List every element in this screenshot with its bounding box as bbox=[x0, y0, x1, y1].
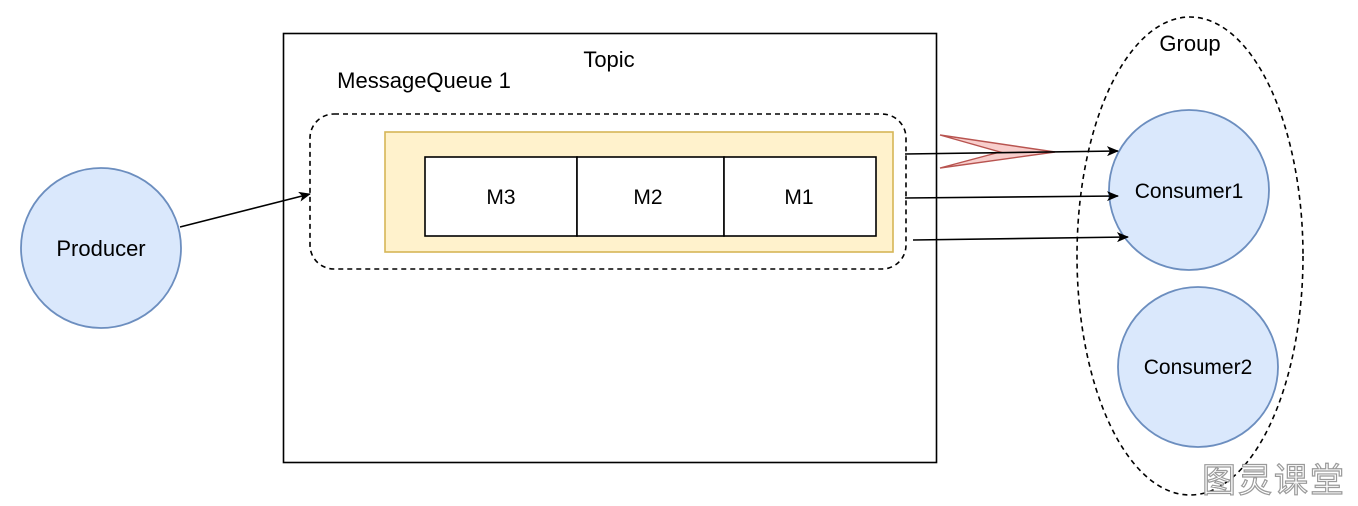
message-label-m2: M2 bbox=[633, 186, 662, 209]
message-queue-container bbox=[309, 113, 907, 270]
consumer-group bbox=[1076, 16, 1304, 496]
producer-to-queue-arrow bbox=[179, 191, 311, 228]
message-cell bbox=[424, 156, 578, 237]
consumer2-label: Consumer2 bbox=[1144, 356, 1253, 379]
message-label-m1: M1 bbox=[784, 186, 813, 209]
watermark-text: 图灵课堂 bbox=[1202, 461, 1346, 501]
message-cell bbox=[723, 156, 877, 237]
consumer1-node bbox=[1108, 109, 1270, 271]
consumer2-node bbox=[1117, 286, 1279, 448]
group-label: Group bbox=[1159, 31, 1220, 56]
topic-label: Topic bbox=[583, 47, 634, 72]
queue-to-consumer-arrow bbox=[912, 232, 1129, 243]
producer-label: Producer bbox=[56, 236, 145, 261]
producer-node bbox=[20, 167, 182, 329]
message-label-m3: M3 bbox=[486, 186, 515, 209]
consumer1-label: Consumer1 bbox=[1135, 180, 1244, 203]
queue-to-consumer-arrow bbox=[904, 146, 1119, 157]
message-queue-label: MessageQueue 1 bbox=[337, 68, 511, 93]
queue-to-consumer-arrow bbox=[904, 191, 1119, 202]
